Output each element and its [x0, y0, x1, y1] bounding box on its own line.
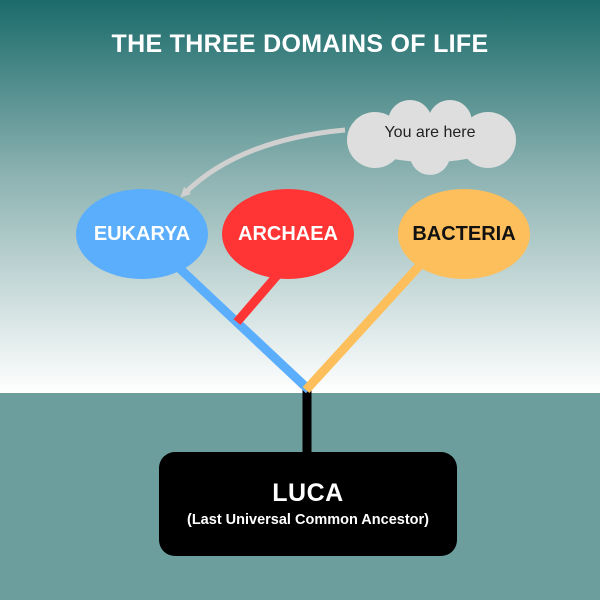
- bacteria-label: BACTERIA: [412, 222, 516, 245]
- luca-subtitle: (Last Universal Common Ancestor): [187, 512, 429, 528]
- archaea-label: ARCHAEA: [238, 222, 338, 245]
- luca-node: LUCA (Last Universal Common Ancestor): [159, 452, 457, 556]
- archaea-branch: [233, 269, 284, 325]
- bacteria-branch: [302, 261, 424, 394]
- annotation-text: You are here: [384, 124, 476, 141]
- diagram-title: THE THREE DOMAINS OF LIFE: [111, 30, 489, 58]
- eukarya-node: [76, 189, 208, 279]
- bacteria-node: [398, 189, 530, 279]
- speech-cloud: [347, 100, 516, 175]
- eukarya-branch: [172, 261, 313, 394]
- archaea-node: [222, 189, 354, 279]
- eukarya-label: EUKARYA: [93, 222, 191, 245]
- here-arrow: [180, 127, 346, 198]
- luca-title: LUCA: [272, 479, 344, 507]
